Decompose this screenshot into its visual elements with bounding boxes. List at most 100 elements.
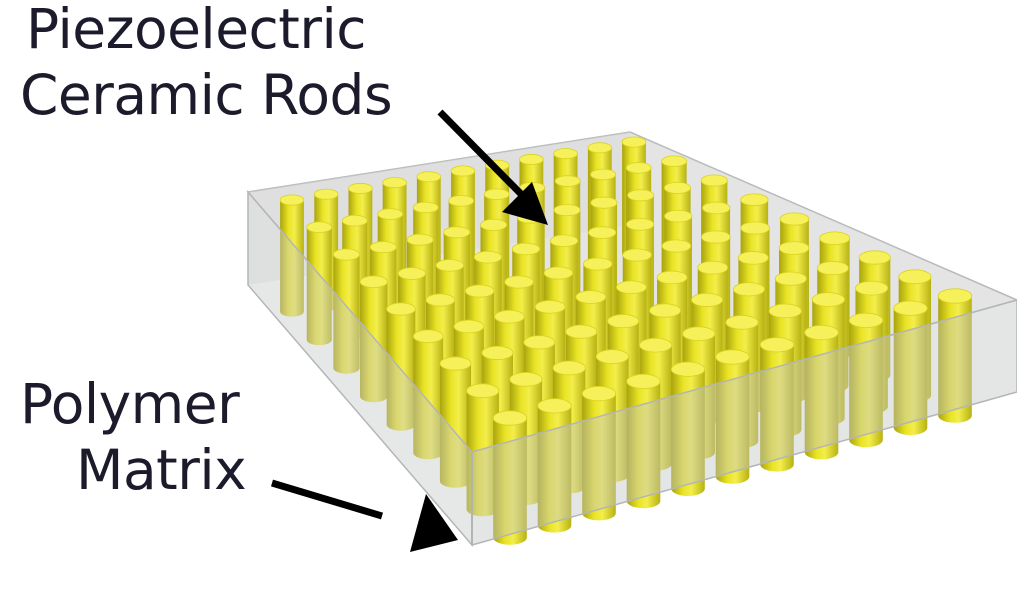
- rod-top: [492, 410, 528, 426]
- rod-top: [670, 361, 706, 377]
- rod-top: [737, 251, 769, 265]
- rod-top: [565, 324, 598, 339]
- rod-top: [819, 231, 850, 246]
- rod-body: [938, 296, 972, 423]
- rod-top: [607, 314, 640, 329]
- rod-top: [937, 288, 973, 304]
- rod-top: [348, 182, 373, 194]
- rod-top: [397, 267, 426, 280]
- rod-top: [811, 292, 846, 307]
- ceramic-rod: [759, 337, 795, 472]
- matrix-label-line-2: Matrix: [76, 438, 247, 502]
- rod-top: [697, 260, 729, 275]
- rod-body: [413, 336, 444, 460]
- rod-top: [332, 248, 361, 261]
- rod-top: [519, 153, 544, 165]
- rod-body: [280, 200, 304, 317]
- rod-top: [534, 300, 566, 314]
- rod-body: [466, 390, 499, 517]
- rod-top: [416, 171, 442, 183]
- rod-top: [804, 324, 839, 341]
- rod-top: [453, 319, 485, 334]
- ceramic-rods-label: Piezoelectric Ceramic Rods: [20, 0, 393, 128]
- rod-top: [549, 234, 579, 248]
- rod-body: [537, 405, 572, 533]
- ceramic-rod: [848, 312, 884, 448]
- rod-top: [504, 275, 534, 289]
- rod-top: [543, 266, 574, 280]
- ceramic-rod: [670, 361, 706, 496]
- rod-body: [715, 357, 750, 484]
- rod-top: [443, 226, 471, 239]
- rod-top: [740, 193, 769, 207]
- rod-top: [740, 221, 770, 235]
- polymer-matrix-label: Polymer Matrix: [20, 371, 247, 503]
- rod-top: [581, 385, 617, 402]
- rod-body: [360, 281, 388, 403]
- ceramic-rod: [893, 300, 928, 435]
- rod-top: [622, 248, 652, 262]
- rod-top: [627, 189, 655, 202]
- rod-top: [626, 218, 655, 231]
- rod-top: [626, 373, 661, 389]
- rods-arrow: [437, 109, 548, 225]
- rod-top: [858, 250, 891, 265]
- rod-top: [587, 226, 617, 239]
- rods-label-line-1: Piezoelectric: [26, 0, 367, 61]
- rod-top: [768, 303, 802, 319]
- rod-top: [412, 201, 439, 214]
- rod-top: [702, 201, 731, 215]
- rod-top: [386, 302, 416, 316]
- ceramic-rod: [359, 275, 388, 403]
- rod-top: [511, 242, 541, 256]
- rod-body: [333, 254, 360, 374]
- rod-top: [590, 168, 617, 181]
- rod-top: [377, 208, 404, 220]
- rod-top: [656, 270, 688, 285]
- matrix-label-line-1: Polymer: [20, 372, 240, 436]
- rod-top: [779, 212, 810, 226]
- rod-top: [639, 337, 673, 353]
- rod-top: [359, 275, 388, 289]
- rod-top: [552, 360, 586, 376]
- rod-top: [848, 312, 884, 328]
- rod-top: [625, 162, 652, 174]
- rod-top: [893, 300, 928, 316]
- ceramic-rod: [626, 373, 661, 509]
- ceramic-rod: [581, 385, 617, 521]
- rod-body: [893, 308, 928, 435]
- rod-top: [725, 315, 759, 330]
- ceramic-rod: [715, 349, 750, 484]
- rod-top: [483, 188, 510, 201]
- rod-body: [493, 418, 527, 545]
- ceramic-rod: [492, 410, 528, 545]
- ceramic-rod: [439, 356, 472, 488]
- rod-top: [448, 195, 475, 207]
- rod-top: [575, 290, 607, 304]
- rod-top: [341, 214, 368, 227]
- ceramic-rod: [279, 194, 305, 317]
- rod-top: [279, 194, 305, 206]
- rods-label-line-2: Ceramic Rods: [20, 63, 393, 127]
- rod-body: [804, 332, 839, 460]
- rod-body: [671, 369, 705, 496]
- rod-top: [855, 280, 889, 296]
- rod-top: [537, 398, 572, 414]
- rod-top: [816, 261, 849, 276]
- ceramic-rod: [466, 383, 500, 517]
- rod-top: [701, 230, 731, 244]
- polymer-matrix-front: [247, 189, 1017, 548]
- rod-top: [583, 257, 613, 271]
- ceramic-rod: [306, 221, 333, 346]
- rod-top: [621, 136, 647, 148]
- rod-top: [553, 204, 581, 217]
- rod-top: [715, 349, 750, 365]
- rod-top: [406, 233, 434, 246]
- rod-top: [759, 337, 795, 353]
- rod-top: [664, 209, 693, 223]
- rod-top: [661, 239, 692, 253]
- matrix-arrow: [270, 479, 458, 552]
- rod-top: [661, 155, 688, 168]
- rod-top: [313, 188, 339, 200]
